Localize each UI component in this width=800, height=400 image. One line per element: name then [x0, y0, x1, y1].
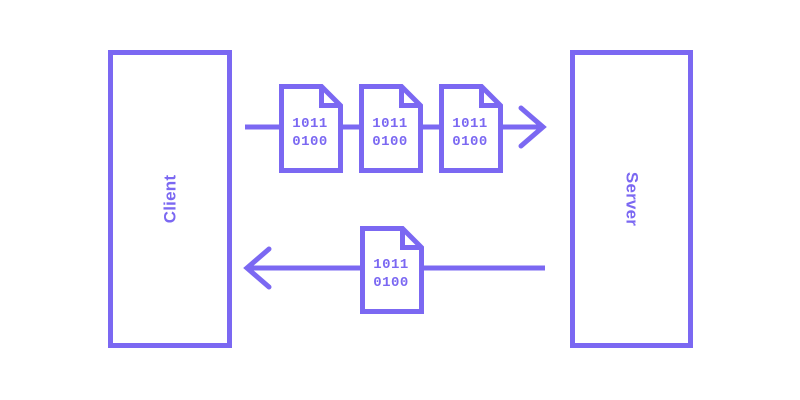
document-fold-icon — [399, 86, 421, 108]
document-fold-icon — [400, 228, 422, 250]
server-label: Server — [623, 172, 642, 226]
packet-icon[interactable]: 1011 0100 — [360, 226, 424, 314]
packet-bits-line1: 1011 — [372, 116, 408, 132]
server-box — [570, 50, 693, 348]
request-arrowhead-right-icon — [518, 105, 547, 149]
packet-icon[interactable]: 1011 0100 — [439, 84, 503, 173]
client-label: Client — [161, 175, 180, 224]
packet-icon[interactable]: 1011 0100 — [279, 84, 343, 173]
packet-bits-line2: 0100 — [372, 134, 408, 150]
request-flow: 1011 0100 1011 0100 1011 0100 — [245, 84, 547, 173]
packet-bits-line1: 1011 — [373, 257, 409, 273]
node-client[interactable]: Client — [108, 50, 232, 348]
packet-bits-line1: 1011 — [292, 116, 328, 132]
packet-bits-line1: 1011 — [452, 116, 488, 132]
response-arrowhead-left-icon — [243, 246, 272, 290]
packet-bits-line2: 0100 — [452, 134, 488, 150]
document-fold-icon — [479, 86, 501, 108]
document-fold-icon — [319, 86, 341, 108]
response-flow: 1011 0100 — [243, 226, 545, 314]
node-server[interactable]: Server — [570, 50, 693, 348]
packet-bits-line2: 0100 — [373, 275, 409, 291]
client-box — [108, 50, 232, 348]
packet-bits-line2: 0100 — [292, 134, 328, 150]
packet-icon[interactable]: 1011 0100 — [359, 84, 423, 173]
